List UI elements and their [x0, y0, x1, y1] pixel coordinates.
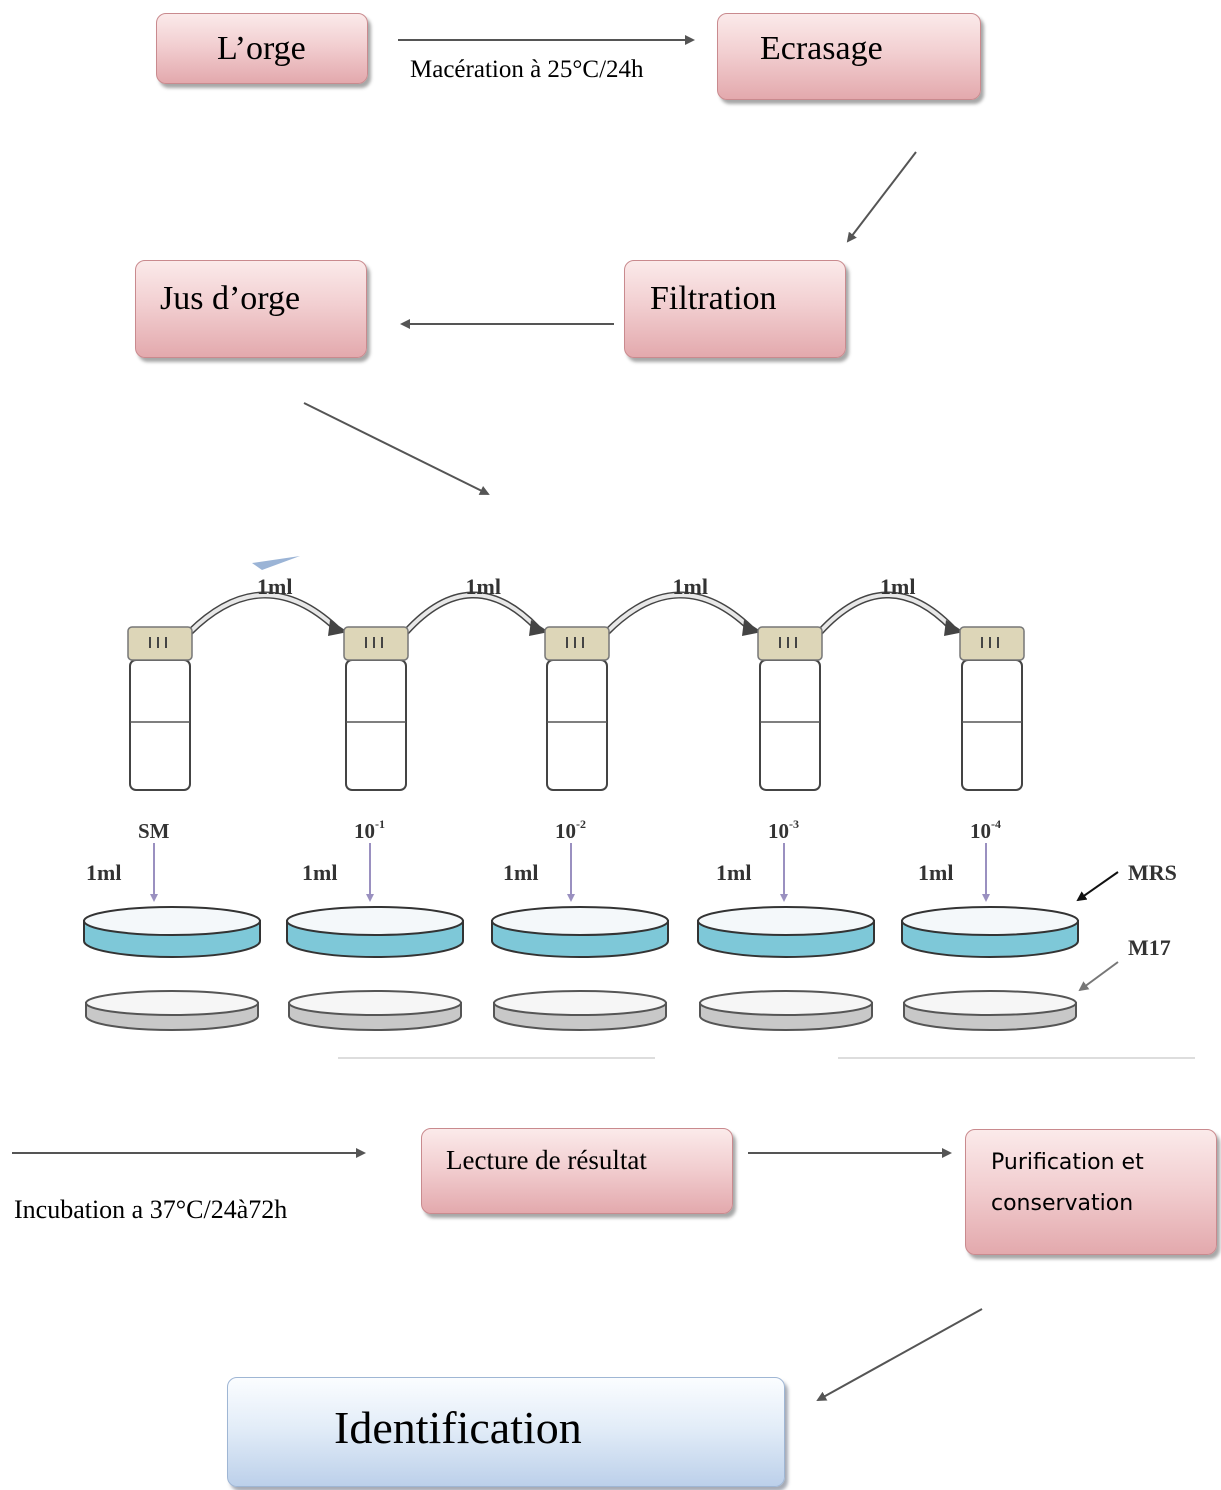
step-jus-orge-label: Jus d’orge	[160, 280, 301, 317]
transfer-arrow-inner	[818, 593, 954, 634]
tube	[345, 659, 407, 791]
tube-cap	[343, 626, 409, 661]
transfer-arrow-head	[529, 620, 549, 636]
m17-pointer-arrow	[1078, 961, 1119, 992]
mrs-label: MRS	[1128, 860, 1177, 885]
dilution-label: 10-2	[555, 817, 586, 843]
tube	[129, 659, 191, 791]
transfer-arrow-head	[944, 620, 964, 636]
transfer-arrow-inner	[605, 593, 752, 634]
plating-volume-label: 1ml	[302, 860, 337, 885]
tube-cap	[127, 626, 193, 661]
step-orge: L’orge	[156, 13, 368, 84]
m17-plate-lid	[288, 990, 462, 1016]
dilution-label: 10-1	[354, 817, 385, 843]
step-jus-orge: Jus d’orge	[135, 260, 367, 358]
m17-plate-lid	[85, 990, 259, 1016]
plating-volume-label: 1ml	[503, 860, 538, 885]
step-identification: Identification	[227, 1377, 785, 1487]
step-lecture: Lecture de résultat	[421, 1128, 733, 1214]
mrs-plate-lid	[491, 906, 669, 936]
tube	[759, 659, 821, 791]
plating-volume-label: 1ml	[918, 860, 953, 885]
step-purification-line2: conservation	[991, 1191, 1134, 1216]
mrs-pointer-arrow	[1076, 871, 1119, 902]
dilution-label: SM	[138, 819, 170, 843]
dilution-label: 10-4	[970, 817, 1001, 843]
mrs-plate-lid	[697, 906, 875, 936]
tube-cap	[757, 626, 823, 661]
step-lecture-label: Lecture de résultat	[446, 1145, 647, 1175]
arrow-jus-to-dilution	[303, 402, 490, 495]
m17-label: M17	[1128, 935, 1171, 960]
step-purification-line1: Purification et	[991, 1150, 1144, 1175]
tube	[961, 659, 1023, 791]
transfer-arrow-head	[742, 620, 762, 636]
step-filtration-label: Filtration	[650, 280, 777, 317]
dilution-label: 10-3	[768, 817, 799, 843]
tube-cap	[544, 626, 610, 661]
plating-volume-label: 1ml	[716, 860, 751, 885]
mrs-plate-lid	[901, 906, 1079, 936]
transfer-arrow-head	[328, 620, 348, 636]
plating-volume-label: 1ml	[86, 860, 121, 885]
mrs-plate-lid	[83, 906, 261, 936]
transfer-arrow-inner	[188, 593, 338, 634]
arrow-purification-to-identification	[816, 1308, 983, 1401]
transfer-volume-label: 1ml	[466, 574, 501, 599]
m17-plate-lid	[903, 990, 1077, 1016]
maceration-label: Macération à 25°C/24h	[410, 56, 644, 83]
mrs-plate-lid	[286, 906, 464, 936]
step-ecrasage: Ecrasage	[717, 13, 981, 100]
step-filtration: Filtration	[624, 260, 846, 358]
m17-plate-lid	[493, 990, 667, 1016]
transfer-volume-label: 1ml	[880, 574, 915, 599]
step-orge-label: L’orge	[217, 30, 306, 67]
step-identification-label: Identification	[334, 1402, 582, 1453]
m17-plate-lid	[699, 990, 873, 1016]
transfer-volume-label: 1ml	[257, 574, 292, 599]
tube	[546, 659, 608, 791]
step-purification: Purification et conservation	[965, 1129, 1217, 1255]
tube-cap	[959, 626, 1025, 661]
transfer-volume-label: 1ml	[673, 574, 708, 599]
arrow-ecrasage-to-filtration	[846, 151, 917, 243]
transfer-arrow-inner	[404, 593, 539, 634]
step-ecrasage-label: Ecrasage	[760, 30, 883, 67]
incubation-label: Incubation a 37°C/24à72h	[14, 1195, 288, 1224]
pipette-tip-icon	[252, 556, 300, 570]
